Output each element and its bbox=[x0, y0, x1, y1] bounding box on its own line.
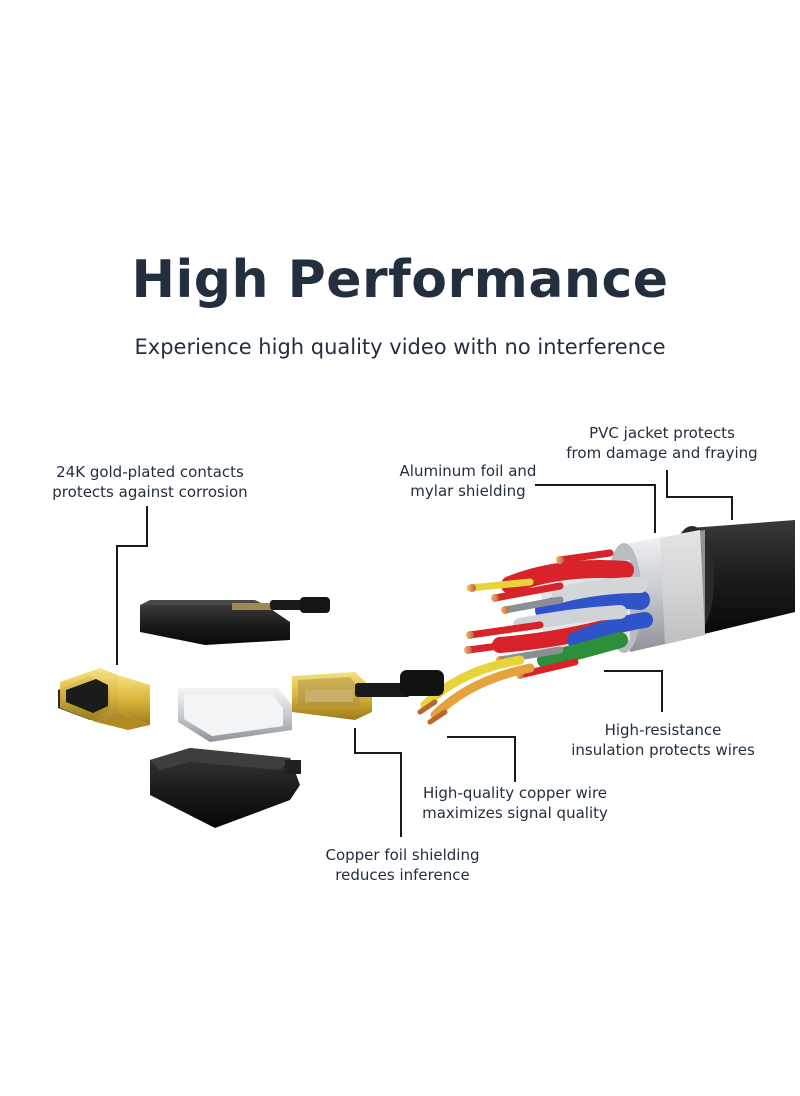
bottom-connector-shell bbox=[150, 748, 301, 828]
callout-insulation-line-1: High-resistance bbox=[604, 721, 722, 739]
silver-shell bbox=[178, 688, 292, 742]
callout-copper-foil-line-1: Copper foil shielding bbox=[325, 846, 480, 864]
callout-insulation-line-2: insulation protects wires bbox=[571, 741, 755, 759]
hdmi-plug-head bbox=[58, 668, 150, 730]
insulated-wire-bundles bbox=[464, 549, 653, 679]
callout-gold-contacts-line-2: protects against corrosion bbox=[52, 483, 248, 501]
page-title: High Performance bbox=[131, 250, 669, 310]
top-connector-shell bbox=[140, 597, 330, 645]
leader-copper-wire bbox=[447, 736, 516, 782]
leader-pvc-jacket bbox=[666, 470, 733, 520]
callout-copper-wire: High-quality copper wire maximizes signa… bbox=[415, 783, 615, 823]
copper-wire bbox=[417, 655, 535, 725]
callout-gold-contacts: 24K gold-plated contacts protects agains… bbox=[45, 462, 255, 502]
copper-foil-shell bbox=[292, 670, 444, 720]
callout-pvc-jacket-line-2: from damage and fraying bbox=[566, 444, 758, 462]
callout-copper-foil-line-2: reduces inference bbox=[335, 866, 470, 884]
leader-lines bbox=[116, 470, 733, 837]
leader-insulation bbox=[604, 670, 663, 712]
callout-pvc-jacket: PVC jacket protects from damage and fray… bbox=[562, 423, 762, 463]
leader-gold-contacts bbox=[116, 506, 148, 665]
leader-copper-foil bbox=[354, 728, 402, 837]
callout-copper-wire-line-2: maximizes signal quality bbox=[422, 804, 608, 822]
callout-aluminum-foil: Aluminum foil and mylar shielding bbox=[388, 461, 548, 501]
leader-aluminum-foil bbox=[535, 484, 656, 533]
callout-copper-wire-line-1: High-quality copper wire bbox=[422, 784, 608, 802]
callout-gold-contacts-line-1: 24K gold-plated contacts bbox=[56, 463, 244, 481]
callout-insulation: High-resistance insulation protects wire… bbox=[568, 720, 758, 760]
callout-aluminum-foil-line-1: Aluminum foil and bbox=[399, 462, 537, 480]
callout-aluminum-foil-line-2: mylar shielding bbox=[410, 482, 526, 500]
callout-pvc-jacket-line-1: PVC jacket protects bbox=[589, 424, 735, 442]
page-subtitle: Experience high quality video with no in… bbox=[134, 335, 666, 359]
callout-copper-foil: Copper foil shielding reduces inference bbox=[310, 845, 495, 885]
